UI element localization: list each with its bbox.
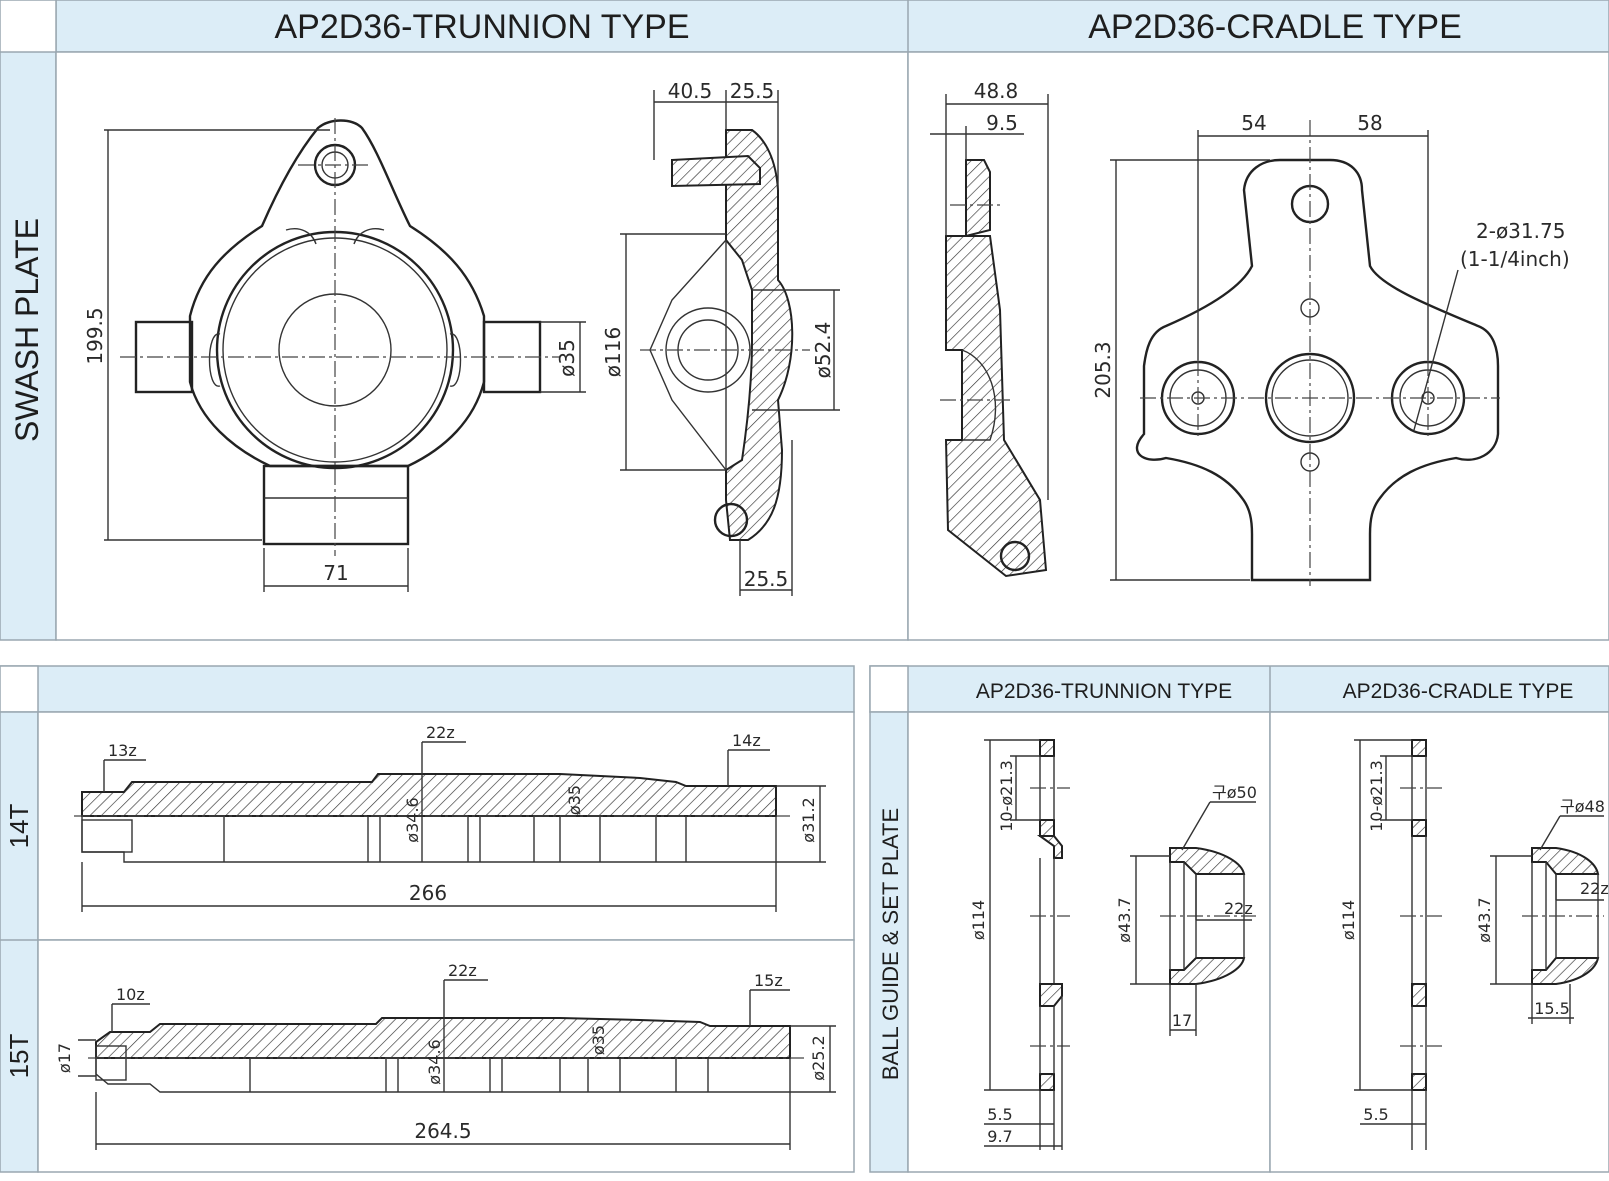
trunnion-width-dim: 71 — [323, 561, 348, 585]
ball-guide-row-label: BALL GUIDE & SET PLATE — [878, 808, 903, 1080]
trunnion-guide-spline: 22z — [1224, 899, 1253, 918]
trunnion-offset-a: 5.5 — [987, 1105, 1012, 1124]
shaft-14t-dia-b: ø35 — [565, 785, 584, 815]
trunnion-bottom-dim: 25.5 — [744, 567, 789, 591]
trunnion-guide-len: 17 — [1172, 1011, 1192, 1030]
trunnion-holes-dim: 10-ø21.3 — [997, 760, 1016, 832]
shaft-15t-dia-b: ø35 — [589, 1025, 608, 1055]
shaft-14t-right-spline: 14z — [732, 731, 761, 750]
cradle-ball-guide-drawing: ø114 10-ø21.3 5.5 22z 구ø48 ø43.7 15.5 — [1339, 739, 1609, 1150]
cradle-holes-inch-dim: (1-1/4inch) — [1460, 247, 1570, 271]
cradle-right-dim: 58 — [1357, 111, 1382, 135]
trunnion-height-dim: 199.5 — [83, 307, 107, 364]
shaft-14t-left-spline: 13z — [108, 741, 137, 760]
trunnion-offset-b: 9.7 — [987, 1127, 1012, 1146]
cradle-swash-side-view: 48.8 9.5 — [930, 79, 1049, 578]
cradle-guide-dia: ø43.7 — [1475, 897, 1494, 942]
cradle-plate-dia-dim: ø114 — [1339, 900, 1358, 940]
cradle-guide-spline: 22z — [1580, 879, 1609, 898]
shaft-15t-left-dia: ø17 — [55, 1043, 74, 1073]
trunnion-swash-section-view: ø52.4 ø116 40.5 25.5 25.5 — [601, 79, 840, 596]
trunnion-ball-guide-drawing: ø114 10-ø21.3 5.5 9.7 22z 구ø50 ø43.7 17 — [969, 739, 1257, 1150]
shaft-14t-drawing: 22z 13z 14z ø34.6 ø35 ø31.2 266 — [74, 723, 826, 912]
cradle-offset-a: 5.5 — [1363, 1105, 1388, 1124]
cradle-swash-front-view: 205.3 54 58 2-ø31.75 (1-1/4inch) — [1091, 111, 1570, 586]
cradle-overall-dim: 48.8 — [974, 79, 1019, 103]
shaft-14t-end-dia: ø31.2 — [799, 797, 818, 842]
cradle-sphere-dim: 구ø48 — [1560, 797, 1605, 816]
trunnion-pin-dia-dim: ø35 — [555, 339, 579, 377]
shaft-row-label-15t: 15T — [4, 1033, 34, 1078]
cradle-height-dim: 205.3 — [1091, 341, 1115, 398]
cradle-left-dim: 54 — [1241, 111, 1266, 135]
shaft-15t-end-dia: ø25.2 — [809, 1035, 828, 1080]
trunnion-guide-dia: ø43.7 — [1115, 897, 1134, 942]
shaft-14t-mid-spline: 22z — [426, 723, 455, 742]
shaft-row-label-14t: 14T — [4, 803, 34, 848]
trunnion-top-dim-b: 25.5 — [730, 79, 775, 103]
shaft-15t-drawing: 22z 10z 15z ø17 ø34.6 ø35 ø25.2 264.5 — [55, 961, 836, 1150]
shaft-15t-left-spline: 10z — [116, 985, 145, 1004]
trunnion-top-dim-a: 40.5 — [668, 79, 713, 103]
shaft-14t-length: 266 — [409, 881, 447, 905]
trunnion-sphere-dim: 구ø50 — [1212, 783, 1257, 802]
cradle-holes-dim: 2-ø31.75 — [1476, 219, 1565, 243]
shaft-15t-right-spline: 15z — [754, 971, 783, 990]
trunnion-inner-dia-dim: ø52.4 — [811, 322, 835, 379]
shaft-15t-length: 264.5 — [414, 1119, 471, 1143]
swash-plate-panel: AP2D36-TRUNNION TYPE AP2D36-CRADLE TYPE … — [0, 0, 1609, 641]
trunnion-swash-front-view: 199.5 71 ø35 — [83, 118, 586, 592]
ball-guide-panel: AP2D36-TRUNNION TYPE AP2D36-CRADLE TYPE … — [869, 665, 1609, 1173]
cradle-guide-len: 15.5 — [1534, 999, 1570, 1018]
trunnion-plate-dia-dim: ø114 — [969, 900, 988, 940]
swash-plate-row-label: SWASH PLATE — [9, 218, 45, 442]
trunnion-ball-guide-title: AP2D36-TRUNNION TYPE — [976, 680, 1232, 703]
cradle-ball-guide-title: AP2D36-CRADLE TYPE — [1343, 680, 1574, 703]
cradle-thickness-dim: 9.5 — [986, 111, 1018, 135]
shaft-14t-dia-a: ø34.6 — [403, 797, 422, 842]
shaft-15t-dia-a: ø34.6 — [425, 1039, 444, 1084]
cradle-holes-dim-bg: 10-ø21.3 — [1367, 760, 1386, 832]
trunnion-bore-dia-dim: ø116 — [601, 327, 625, 377]
shaft-15t-mid-spline: 22z — [448, 961, 477, 980]
trunnion-swash-title: AP2D36-TRUNNION TYPE — [274, 8, 689, 46]
cradle-swash-title: AP2D36-CRADLE TYPE — [1088, 8, 1462, 46]
